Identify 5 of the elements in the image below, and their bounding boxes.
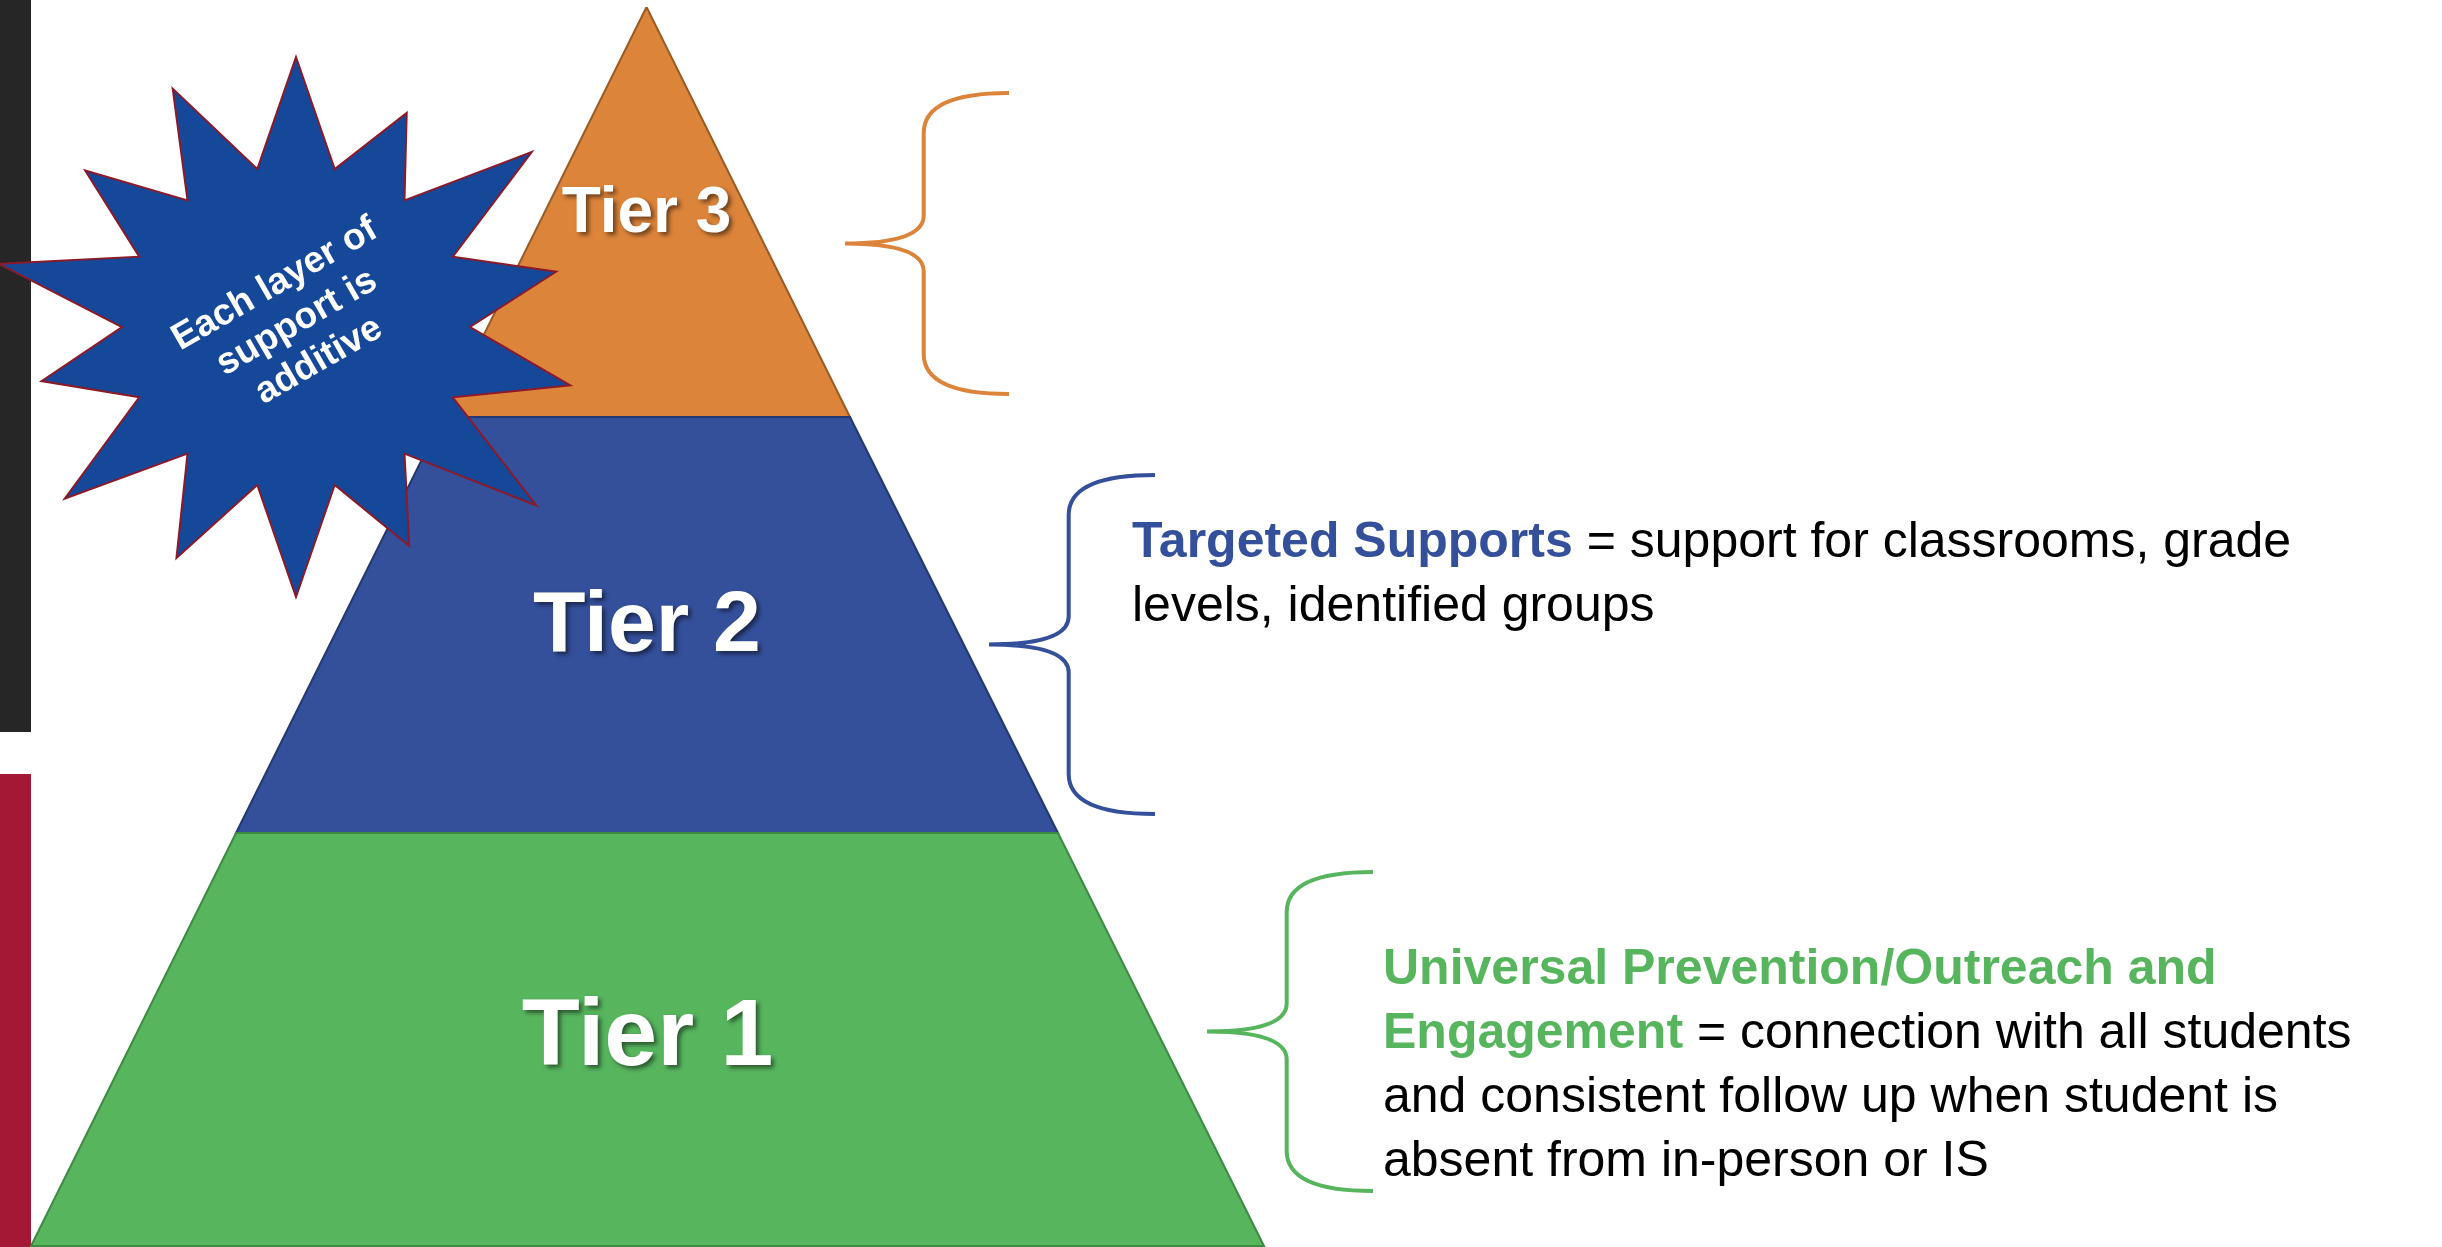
tier-label: Tier 3 <box>560 173 733 247</box>
tier-description: Targeted Supports = support for classrooms, grade levels, identified groups <box>1132 511 2293 634</box>
tier-label: Tier 2 <box>532 572 762 671</box>
tier-description: Universal Prevention/Outreach and Engagement = connection with all students and consistent follow up when student is absent from in-person or IS <box>1383 938 2353 1189</box>
tier-label: Tier 1 <box>520 978 775 1087</box>
